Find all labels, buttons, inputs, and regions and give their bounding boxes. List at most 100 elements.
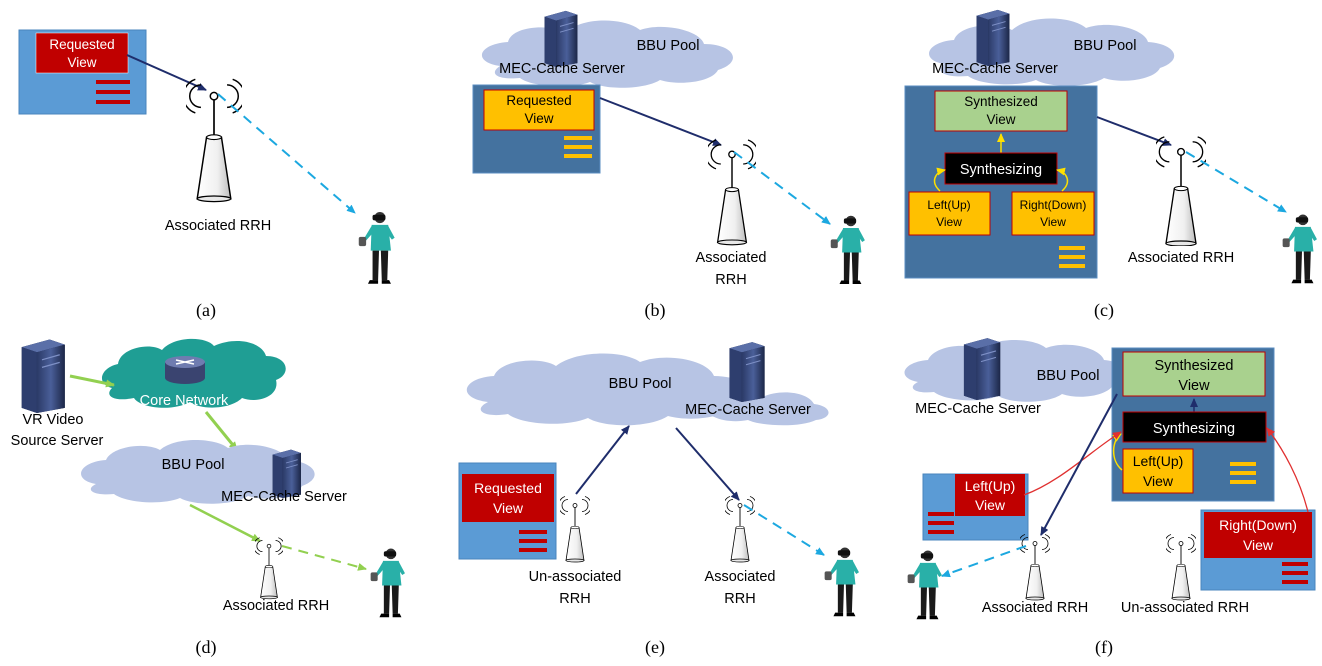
left-view-label-c-2: View (936, 215, 962, 229)
associated-rrh-label-e-1: Associated (705, 569, 776, 585)
vr-user-icon-e (824, 547, 859, 617)
caption-b: (b) (645, 300, 666, 321)
downlink-to-rrh-arrow-e (675, 427, 740, 501)
right-cached-view-label-f-1: Right(Down) (1219, 517, 1297, 533)
source-to-core-arrow (69, 374, 115, 388)
synthesized-view-label-c-2: View (986, 112, 1015, 127)
panel-f: BBU Pool MEC-Cache Server Synthesized Vi… (904, 337, 1316, 658)
right-view-label-c-1: Right(Down) (1020, 198, 1087, 212)
rrh-tower-icon-b (708, 139, 756, 246)
unassociated-rrh-label-f: Un-associated RRH (1121, 600, 1249, 616)
bbu-pool-label-e: BBU Pool (609, 376, 672, 392)
associated-rrh-tower-icon-e (725, 496, 755, 563)
unassociated-rrh-tower-icon-f (1166, 534, 1196, 601)
vr-user-icon-f (907, 550, 942, 620)
synthesized-view-label-f-2: View (1178, 378, 1210, 394)
mec-server-label-e: MEC-Cache Server (685, 402, 811, 418)
synthesizing-label-c: Synthesizing (960, 162, 1042, 178)
vr-source-label-1: VR Video (23, 412, 84, 428)
synthesized-view-label-c-1: Synthesized (964, 94, 1038, 109)
right-view-label-c-2: View (1040, 215, 1066, 229)
associated-rrh-tower-icon-f (1020, 534, 1050, 601)
caption-c: (c) (1094, 300, 1114, 321)
panel-d: VR Video Source Server Core Network BBU … (11, 338, 405, 658)
bbu-pool-cloud-d (81, 440, 315, 504)
rrh-tower-icon-d (255, 537, 283, 600)
vr-user-icon-d (370, 548, 405, 618)
stack-icon (564, 136, 592, 158)
bbu-pool-cloud-f (904, 340, 1127, 402)
synthesized-view-box-c (934, 90, 1068, 132)
uplink-arrow-c (1096, 116, 1172, 146)
stack-icon (96, 80, 130, 104)
caption-d: (d) (196, 637, 217, 658)
stack-icon (1230, 462, 1256, 484)
synthesizing-label-f: Synthesizing (1153, 421, 1235, 437)
associated-rrh-label-e-2: RRH (724, 591, 755, 607)
mec-server-label-f: MEC-Cache Server (915, 401, 1041, 417)
mec-server-label-c: MEC-Cache Server (932, 61, 1058, 77)
mec-server-label-d: MEC-Cache Server (221, 489, 347, 505)
mec-server-icon-e (728, 341, 766, 402)
stack-icon (1282, 562, 1308, 584)
right-cached-view-box-f (1204, 512, 1312, 558)
synthesizing-box-f (1122, 411, 1267, 443)
bbu-pool-cloud-b (481, 20, 733, 88)
rrh-label-d: Associated RRH (223, 598, 329, 614)
left-view-label-f-2: View (1143, 473, 1174, 489)
rrh-tower-icon-a (186, 78, 242, 203)
left-view-box-c (908, 191, 991, 236)
uplink-arrow-e (575, 425, 630, 495)
bbu-to-rrh-arrow-d (189, 503, 261, 543)
requested-view-label-b-1: Requested (506, 93, 571, 108)
right-to-synth-arrow-c (1056, 167, 1069, 192)
synthesized-view-label-f-1: Synthesized (1155, 358, 1234, 374)
uplink-arrow-a (126, 54, 207, 91)
mec-server-icon-f (963, 337, 1001, 400)
left-cached-view-label-f-2: View (975, 497, 1006, 513)
requested-view-box-e (462, 474, 554, 522)
rrh-label-b-2: RRH (715, 272, 746, 288)
bbu-pool-cloud-e-ext (700, 392, 829, 426)
rrh-tower-icon-c (1156, 136, 1206, 246)
stack-icon (1059, 246, 1085, 268)
left-cached-to-synth-arrow-f (1023, 431, 1122, 496)
bbu-pool-label-c: BBU Pool (1074, 38, 1137, 54)
downlink-arrow-a (217, 93, 356, 214)
synthesized-view-box-f (1122, 351, 1266, 397)
router-icon (165, 356, 205, 384)
associated-rrh-label-f: Associated RRH (982, 600, 1088, 616)
panel-e: BBU Pool MEC-Cache Server Requested View… (458, 341, 859, 658)
stack-icon (519, 530, 547, 552)
requested-view-label-e-2: View (493, 500, 524, 516)
right-view-box-c (1011, 191, 1095, 236)
core-to-bbu-arrow (204, 411, 239, 451)
vr-user-icon-b (830, 215, 865, 284)
requested-view-box-b (483, 89, 595, 131)
caption-f: (f) (1095, 637, 1113, 658)
mec-server-icon-c (976, 9, 1010, 66)
left-cached-view-label-f-1: Left(Up) (965, 478, 1016, 494)
requested-view-label-a-2: View (67, 55, 96, 70)
rrh-label-a: Associated RRH (165, 218, 271, 234)
vr-user-icon-a (358, 212, 395, 284)
requested-view-label-e-1: Requested (474, 480, 542, 496)
left-to-synth-arrow-c (933, 167, 946, 192)
requested-view-label-a-1: Requested (49, 37, 114, 52)
bbu-pool-cloud-e (466, 353, 749, 426)
caption-a: (a) (196, 300, 216, 321)
panel-b: BBU Pool MEC-Cache Server Requested View… (472, 10, 865, 321)
left-view-label-f-1: Left(Up) (1133, 453, 1184, 469)
caption-e: (e) (645, 637, 665, 658)
bbu-pool-label-f: BBU Pool (1037, 368, 1100, 384)
downlink-arrow-e (743, 504, 825, 556)
stack-icon (928, 512, 954, 534)
unassociated-rrh-label-e-1: Un-associated (529, 569, 622, 585)
downlink-to-rrh-arrow-f (1040, 393, 1118, 536)
bbu-pool-label-b: BBU Pool (637, 38, 700, 54)
requested-view-box-a (35, 32, 129, 74)
mec-server-icon-b (544, 10, 578, 67)
synthesizing-box-c (944, 152, 1058, 185)
